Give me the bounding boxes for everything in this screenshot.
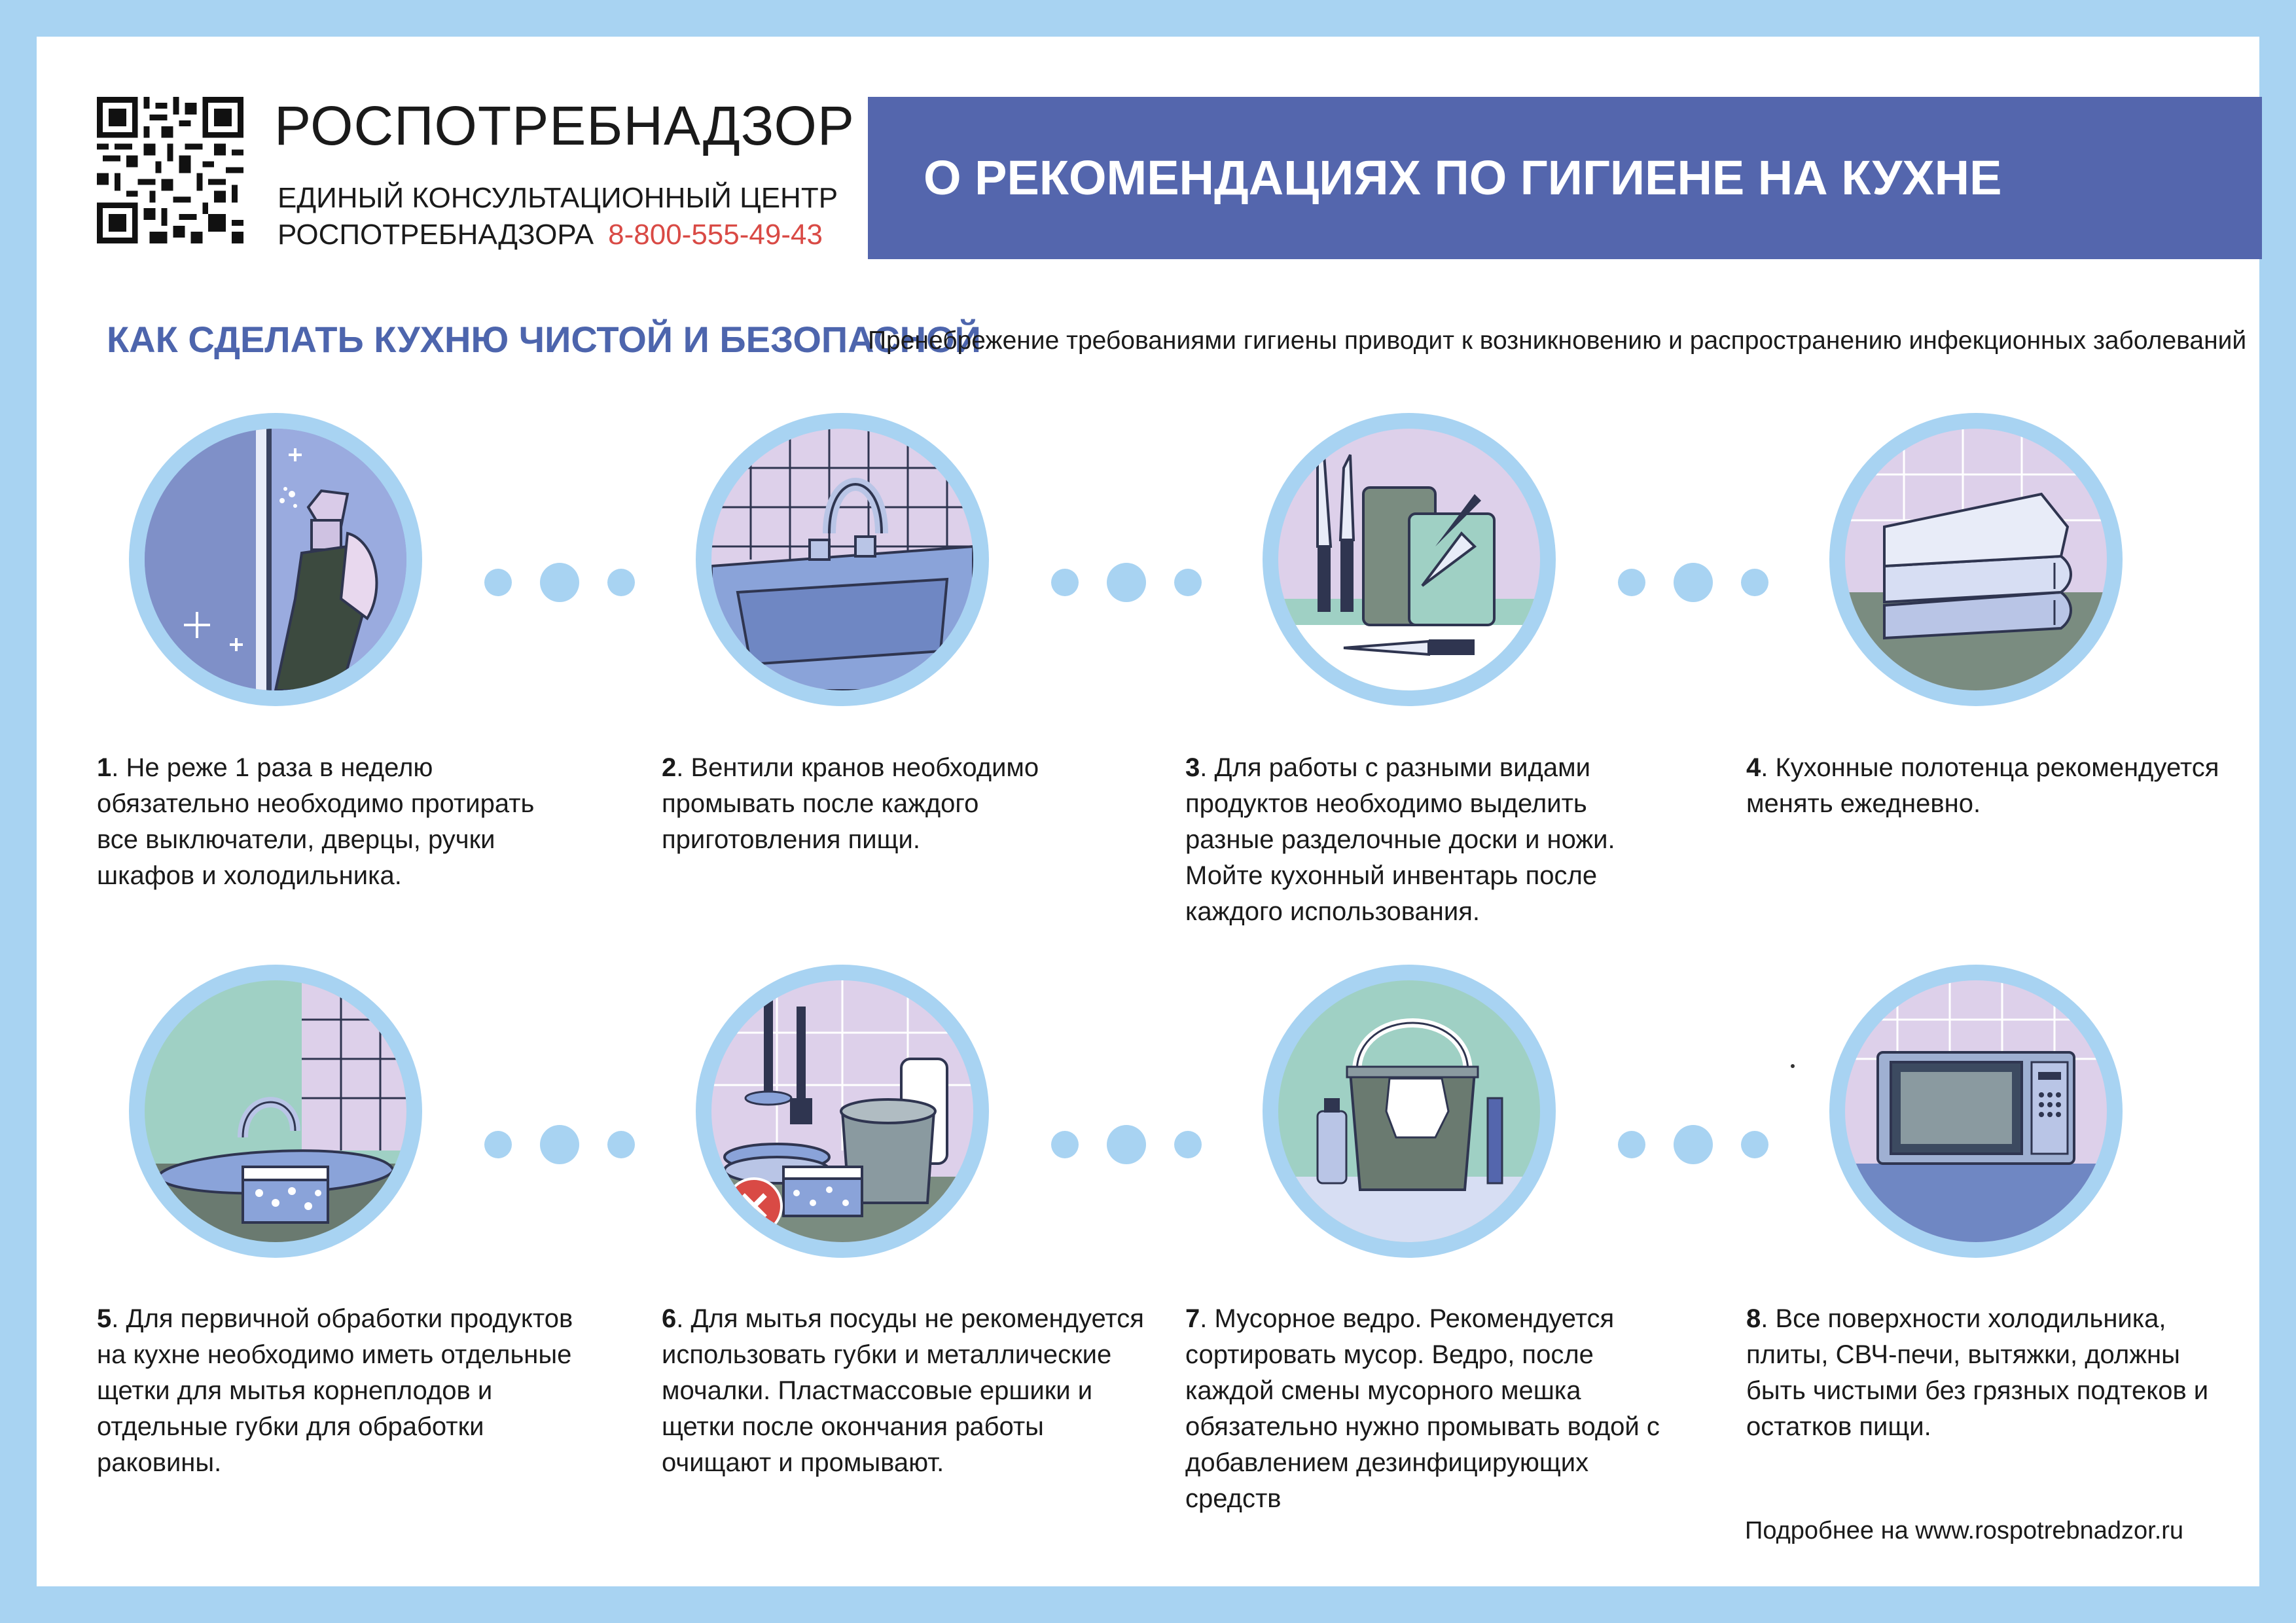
step-number: 4 xyxy=(1746,753,1761,782)
phone-link[interactable]: 8-800-555-49-43 xyxy=(608,219,823,251)
dots-connector xyxy=(1618,1125,1768,1164)
illustration-2 xyxy=(696,413,989,706)
step-description: . Не реже 1 раза в неделю обязательно не… xyxy=(97,753,535,890)
illustration-6 xyxy=(696,965,989,1258)
sink-brush-icon xyxy=(145,980,406,1242)
section-description: Пренебрежение требованиями гигиены приво… xyxy=(868,327,2247,355)
poster: РОСПОТРЕБНАДЗОР ЕДИНЫЙ КОНСУЛЬТАЦИОННЫЙ … xyxy=(37,37,2262,1586)
step-description: . Для первичной обработки продуктов на к… xyxy=(97,1304,573,1477)
qr-code-icon xyxy=(97,97,243,243)
step-7-text: 7. Мусорное ведро. Рекомендуется сортиро… xyxy=(1185,1301,1670,1517)
step-number: 1 xyxy=(97,753,112,782)
dots-connector xyxy=(1051,563,1202,602)
spray-cleaning-icon xyxy=(145,429,406,690)
section-title: КАК СДЕЛАТЬ КУХНЮ ЧИСТОЙ И БЕЗОПАСНОЙ xyxy=(107,319,981,360)
step-5-text: 5. Для первичной обработки продуктов на … xyxy=(97,1301,581,1481)
footer-link[interactable]: Подробнее на www.rospotrebnadzor.ru xyxy=(1745,1517,2184,1544)
trash-bucket-icon xyxy=(1278,980,1540,1242)
stray-mark xyxy=(1791,1064,1795,1068)
step-description: . Все поверхности холодильника, плиты, С… xyxy=(1746,1304,2209,1441)
step-number: 8 xyxy=(1746,1304,1761,1333)
dishes-no-sponge-icon xyxy=(711,980,973,1242)
step-3-text: 3. Для работы с разными видами продуктов… xyxy=(1185,750,1670,930)
dots-connector xyxy=(484,563,635,602)
step-description: . Вентили кранов необходимо промывать по… xyxy=(662,753,1039,854)
faucet-sink-icon xyxy=(711,429,973,690)
step-6-text: 6. Для мытья посуды не рекомендуется исп… xyxy=(662,1301,1146,1481)
dots-connector xyxy=(1051,1125,1202,1164)
step-description: . Мусорное ведро. Рекомендуется сортиров… xyxy=(1185,1304,1660,1513)
consult-center-line: ЕДИНЫЙ КОНСУЛЬТАЦИОННЫЙ ЦЕНТР xyxy=(278,182,838,214)
page-title: О РЕКОМЕНДАЦИЯХ ПО ГИГИЕНЕ НА КУХНЕ xyxy=(924,151,2002,205)
step-1-text: 1. Не реже 1 раза в неделю обязательно н… xyxy=(97,750,581,894)
step-description: . Для работы с разными видами продуктов … xyxy=(1185,753,1615,926)
illustration-1 xyxy=(129,413,422,706)
dots-connector xyxy=(484,1125,635,1164)
towels-icon xyxy=(1845,429,2107,690)
org-name: РОСПОТРЕБНАДЗОР xyxy=(274,95,855,156)
consult-center-line-2: РОСПОТРЕБНАДЗОРА 8-800-555-49-43 xyxy=(278,219,823,251)
step-4-text: 4. Кухонные полотенца рекомендуется меня… xyxy=(1746,750,2231,822)
illustration-7 xyxy=(1263,965,1556,1258)
consult-org: РОСПОТРЕБНАДЗОРА xyxy=(278,219,594,251)
illustration-4 xyxy=(1829,413,2123,706)
step-number: 7 xyxy=(1185,1304,1200,1333)
step-number: 5 xyxy=(97,1304,112,1333)
step-number: 3 xyxy=(1185,753,1200,782)
illustration-5 xyxy=(129,965,422,1258)
title-banner: О РЕКОМЕНДАЦИЯХ ПО ГИГИЕНЕ НА КУХНЕ xyxy=(868,97,2262,259)
knives-cutting-boards-icon xyxy=(1278,429,1540,690)
microwave-icon xyxy=(1845,980,2107,1242)
illustration-8 xyxy=(1829,965,2123,1258)
step-8-text: 8. Все поверхности холодильника, плиты, … xyxy=(1746,1301,2231,1445)
step-description: . Кухонные полотенца рекомендуется менят… xyxy=(1746,753,2219,818)
step-number: 2 xyxy=(662,753,677,782)
step-2-text: 2. Вентили кранов необходимо промывать п… xyxy=(662,750,1146,858)
step-description: . Для мытья посуды не рекомендуется испо… xyxy=(662,1304,1144,1477)
illustration-3 xyxy=(1263,413,1556,706)
dots-connector xyxy=(1618,563,1768,602)
step-number: 6 xyxy=(662,1304,677,1333)
